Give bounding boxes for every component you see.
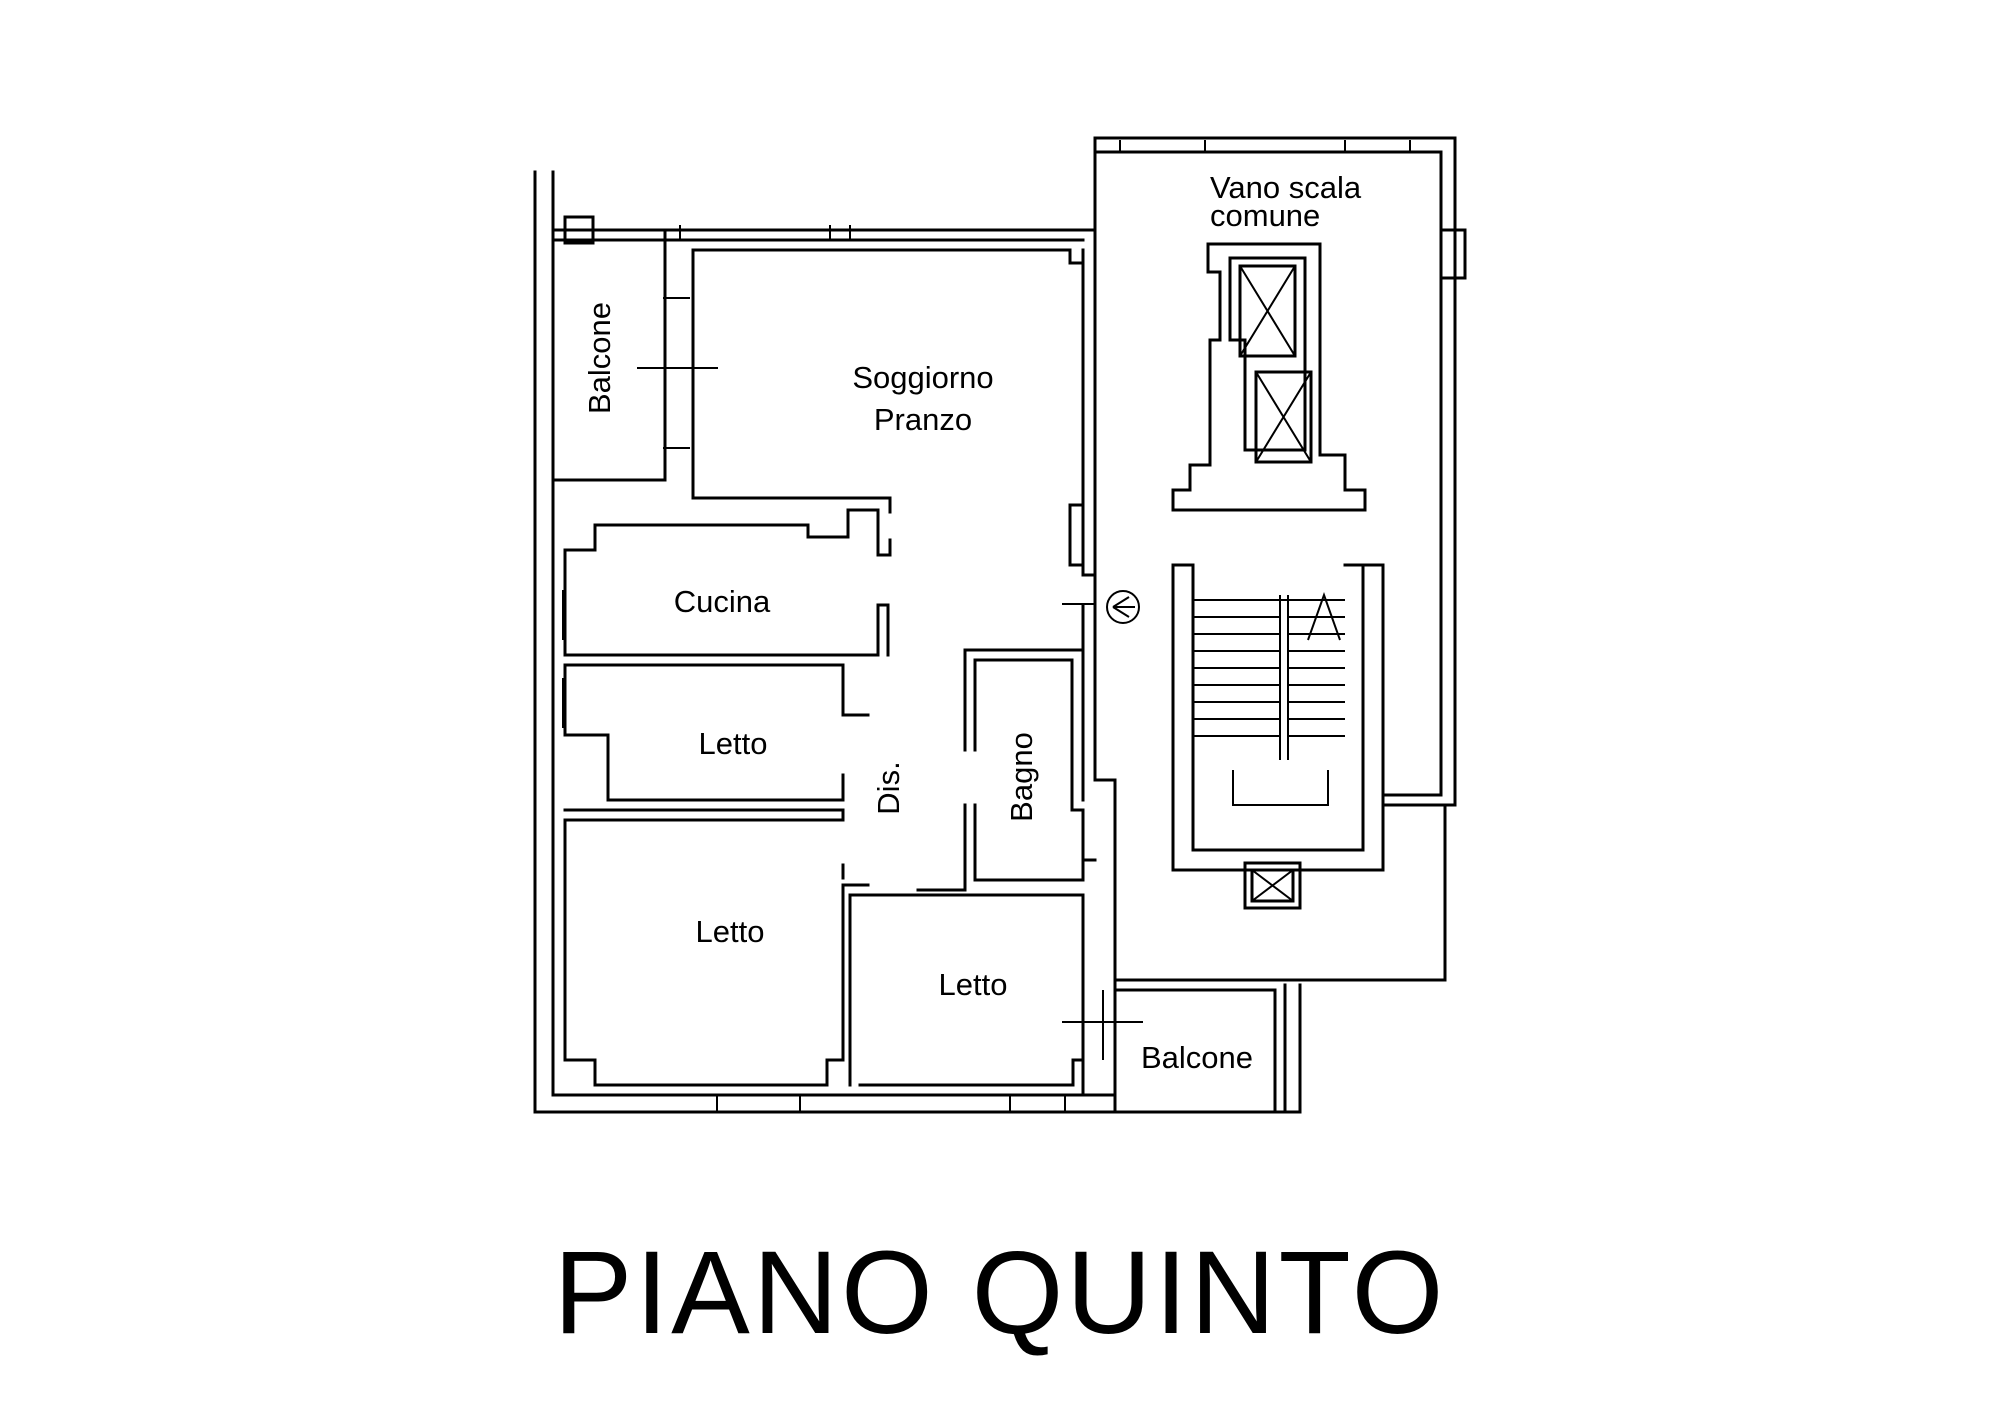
entrance-arrow-icon	[1106, 590, 1140, 624]
building-outline	[533, 136, 1467, 1114]
windows	[552, 140, 1411, 1112]
label-vano-scala-line2: comune	[1210, 198, 1320, 233]
label-letto-small: Letto	[699, 726, 768, 761]
label-cucina: Cucina	[674, 584, 771, 619]
page-title: PIANO QUINTO	[553, 1227, 1447, 1359]
label-soggiorno: Soggiorno	[852, 360, 993, 395]
label-balcone-right: Balcone	[1141, 1040, 1253, 1075]
bathroom	[916, 648, 1097, 892]
label-letto-right: Letto	[939, 967, 1008, 1002]
balcony-left	[551, 215, 718, 482]
bedroom-big	[563, 818, 870, 1087]
living-room	[691, 248, 1095, 605]
label-disimpegno: Dis.	[871, 761, 906, 814]
bedroom-right	[848, 893, 1143, 1097]
bedroom-small	[563, 663, 845, 820]
label-bagno: Bagno	[1004, 732, 1039, 822]
stair-core	[1171, 242, 1385, 910]
label-letto-big: Letto	[696, 914, 765, 949]
label-balcone-left: Balcone	[582, 302, 617, 414]
label-vano-scala-line1: Vano scala	[1210, 170, 1362, 205]
label-pranzo: Pranzo	[874, 402, 972, 437]
